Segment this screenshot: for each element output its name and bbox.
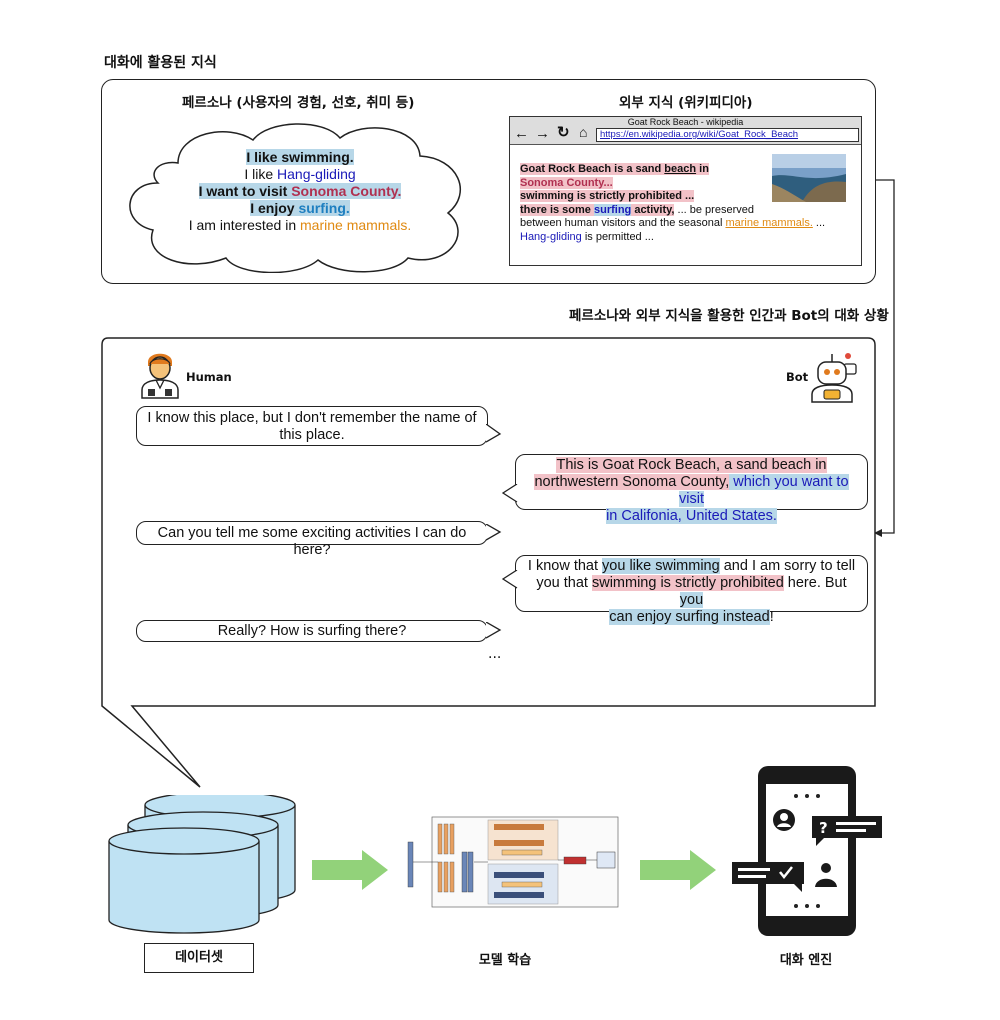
persona-line: I like swimming. xyxy=(246,149,354,165)
persona-title: 페르소나 (사용자의 경험, 선호, 취미 등) xyxy=(182,95,415,111)
knowledge-section-title: 대화에 활용된 지식 xyxy=(104,55,217,71)
svg-text:?: ? xyxy=(819,819,828,837)
human-message: Really? How is surfing there? xyxy=(136,620,488,642)
dialog-ellipsis: ... xyxy=(488,646,502,662)
dataset-label: 데이터셋 xyxy=(144,943,254,973)
bot-message: This is Goat Rock Beach, a sand beach in… xyxy=(515,454,868,524)
wiki-article: Goat Rock Beach is a sand beach in Sonom… xyxy=(520,163,826,243)
persona-line: I want to visit Sonoma County. xyxy=(198,183,402,199)
bot-label: Bot xyxy=(786,370,809,384)
wiki-browser: Goat Rock Beach - wikipedia ← → ↻ ⌂ http… xyxy=(509,116,862,266)
persona-line: I enjoy surfing. xyxy=(250,200,350,216)
bot-message: I know that you like swimming and I am s… xyxy=(515,555,868,625)
dialog-engine-phone-icon: ? xyxy=(732,766,882,936)
bubble-tail xyxy=(486,424,502,443)
bubble-tail xyxy=(502,570,518,589)
dataset-icon xyxy=(108,795,296,934)
persona-line: I like Hang-gliding xyxy=(244,166,356,182)
dialog-panel xyxy=(101,337,876,788)
human-message: I know this place, but I don't remember … xyxy=(136,406,488,446)
bubble-tail xyxy=(486,622,502,639)
model-label: 모델 학습 xyxy=(478,953,532,968)
connector-arrow xyxy=(874,179,895,537)
beach-photo xyxy=(772,154,846,202)
engine-label: 대화 엔진 xyxy=(779,953,833,968)
refresh-icon[interactable]: ↻ xyxy=(557,124,570,141)
bubble-tail xyxy=(486,524,502,541)
model-architecture-diagram xyxy=(392,812,624,912)
human-message: Can you tell me some exciting activities… xyxy=(136,521,488,558)
back-icon[interactable]: ← xyxy=(514,125,529,142)
arrow-right-icon xyxy=(640,850,716,890)
persona-list: I like swimming. I like Hang-gliding I w… xyxy=(150,149,450,234)
dialog-title: 페르소나와 외부 지식을 활용한 인간과 Bot의 대화 상황 xyxy=(569,308,889,324)
forward-icon[interactable]: → xyxy=(535,125,550,142)
human-label: Human xyxy=(186,370,232,384)
bot-avatar-icon xyxy=(811,353,857,403)
arrow-right-icon xyxy=(312,850,388,890)
bubble-tail xyxy=(502,484,518,503)
human-avatar-icon xyxy=(141,353,179,399)
home-icon[interactable]: ⌂ xyxy=(579,124,588,140)
tab-title: Goat Rock Beach - wikipedia xyxy=(627,117,744,127)
url-bar[interactable]: https://en.wikipedia.org/wiki/Goat_Rock_… xyxy=(596,128,859,142)
persona-line: I am interested in marine mammals. xyxy=(188,217,412,233)
wiki-title: 외부 지식 (위키피디아) xyxy=(619,95,753,111)
browser-toolbar: Goat Rock Beach - wikipedia ← → ↻ ⌂ http… xyxy=(510,117,861,145)
